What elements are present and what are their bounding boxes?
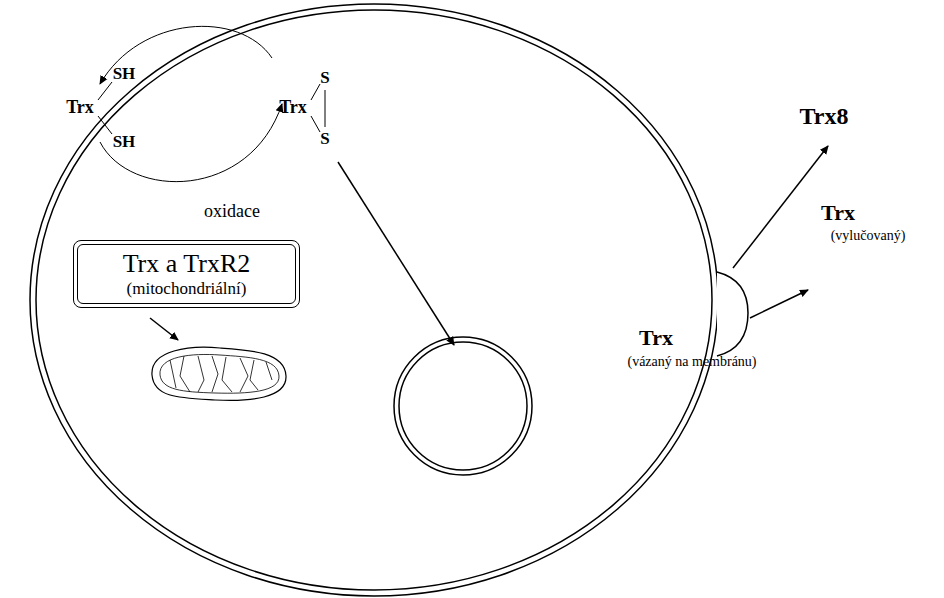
box-heading: Trx a TrxR2 bbox=[92, 249, 281, 279]
molecule-label: Trx bbox=[279, 98, 307, 118]
process-label: oxidace bbox=[204, 202, 260, 222]
protein-label: Trx bbox=[639, 326, 673, 350]
box-inner-border: Trx a TrxR2(mitochondriální) bbox=[77, 244, 296, 304]
labelled-box: Trx a TrxR2(mitochondriální) bbox=[73, 240, 300, 308]
protein-label: Trx8 bbox=[800, 103, 849, 129]
box-subtext: (mitochondriální) bbox=[92, 279, 281, 299]
protein-note: (vázaný na membránu) bbox=[627, 354, 756, 369]
sulfur-atom: S bbox=[320, 69, 329, 88]
sulfur-atom: S bbox=[320, 130, 329, 149]
thiol-group: SH bbox=[113, 133, 136, 152]
protein-note: (vylučovaný) bbox=[831, 228, 906, 243]
molecule-label: Trx bbox=[66, 98, 94, 118]
thiol-group: SH bbox=[113, 65, 136, 84]
protein-label: Trx bbox=[821, 201, 855, 225]
